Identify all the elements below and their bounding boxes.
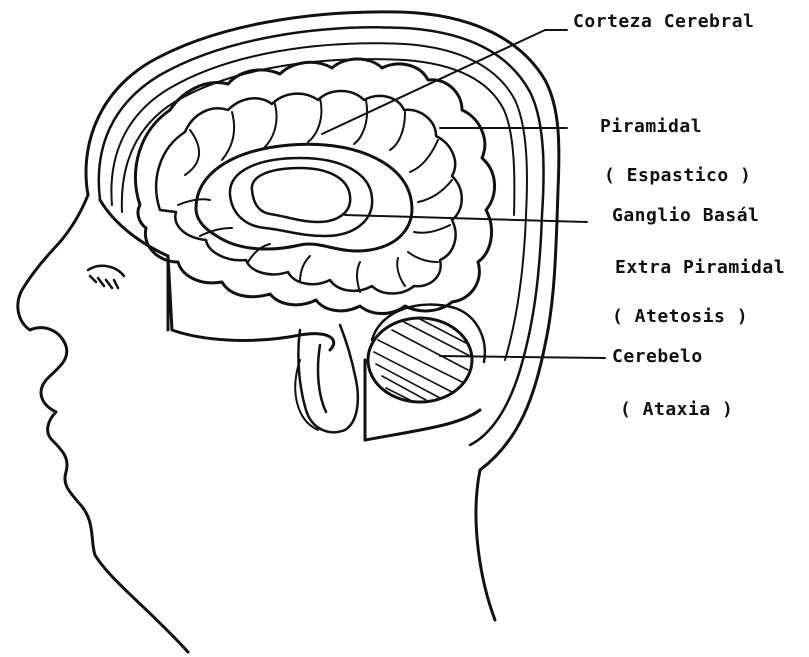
- label-cerebelo: Cerebelo: [612, 346, 703, 367]
- label-ataxia: ( Ataxia ): [620, 399, 733, 420]
- scalp-outer: [86, 12, 559, 620]
- leader-ganglio: [345, 215, 587, 222]
- label-espastico: ( Espastico ): [604, 165, 751, 186]
- leader-cerebelo: [440, 356, 605, 358]
- face-profile: [18, 195, 188, 652]
- label-piramidal: Piramidal: [600, 116, 702, 137]
- eye: [88, 266, 124, 288]
- label-ganglio-basal: Ganglio Basál: [612, 205, 759, 226]
- basal-ganglia: [252, 168, 350, 222]
- label-atetosis: ( Atetosis ): [612, 306, 748, 327]
- label-extra-piramidal: Extra Piramidal: [615, 257, 785, 278]
- brain-gyri-inner: [156, 91, 462, 294]
- brainstem: [298, 325, 357, 432]
- leader-corteza: [322, 30, 545, 134]
- label-corteza-cerebral: Corteza Cerebral: [573, 11, 754, 32]
